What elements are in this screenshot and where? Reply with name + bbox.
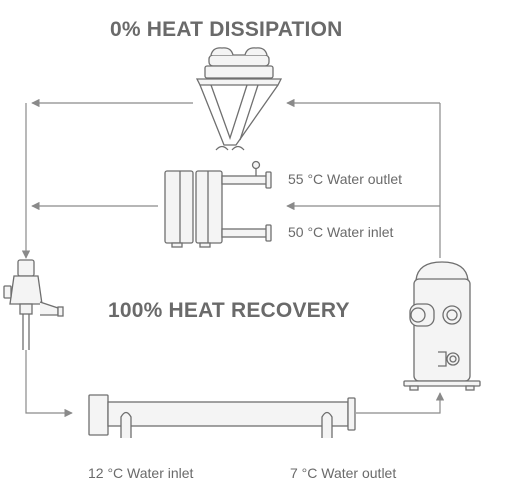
arrow-to-compressor: [356, 392, 445, 414]
condenser-heat-exchanger-icon: [164, 160, 272, 248]
arrow-to-evaporator: [25, 350, 73, 418]
evaporator-icon: [88, 394, 356, 438]
expansion-valve-icon: [3, 259, 64, 350]
cold-water-outlet-label: 7 °C Water outlet: [290, 465, 397, 481]
cold-water-inlet-label: 12 °C Water inlet: [88, 465, 194, 481]
recovery-title: 100% HEAT RECOVERY: [108, 299, 350, 322]
hot-water-outlet-label: 55 °C Water outlet: [288, 171, 403, 187]
dissipation-title: 0% HEAT DISSIPATION: [110, 18, 343, 41]
compressor-icon: [403, 261, 481, 391]
dry-cooler-icon: [195, 47, 283, 151]
hot-water-inlet-label: 50 °C Water inlet: [288, 224, 394, 240]
flow-lines: [21, 98, 445, 418]
